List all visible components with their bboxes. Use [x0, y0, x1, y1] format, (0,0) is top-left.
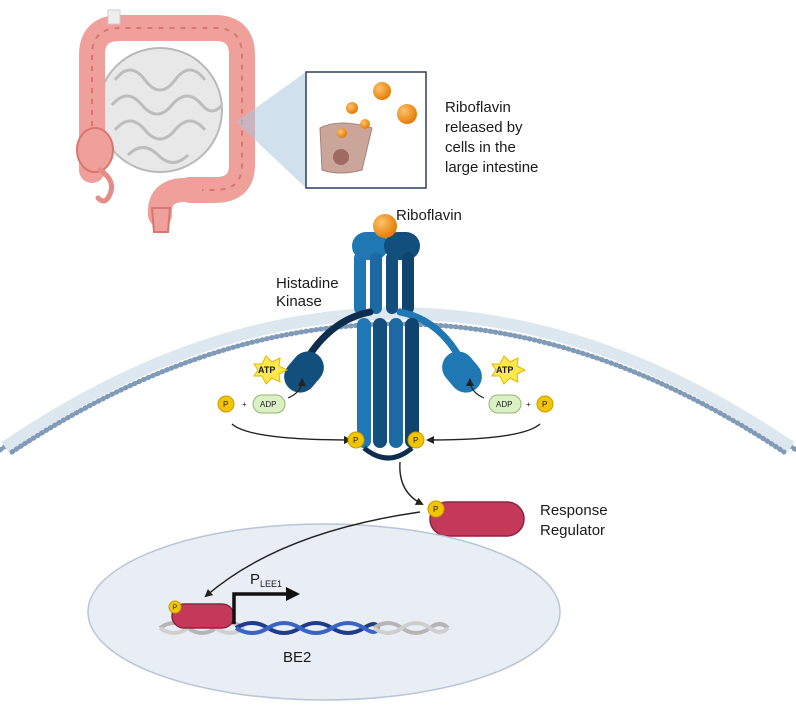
colon-haustra	[91, 27, 243, 191]
histidine-kinase	[284, 214, 482, 461]
riboflavin-molecule	[360, 119, 370, 129]
phosphate-label: P	[542, 400, 547, 409]
response-label-line2: Regulator	[540, 522, 605, 539]
response-regulator-body	[429, 501, 525, 537]
response-label-line1: Response	[540, 502, 608, 519]
cell-nucleus	[333, 149, 349, 165]
kinase-label-line1: Histadine	[276, 275, 339, 292]
dna-grey-right	[372, 621, 450, 635]
promoter-arrow	[232, 587, 300, 624]
dhp-helix	[405, 318, 419, 448]
atp-burst	[491, 355, 527, 385]
riboflavin-molecule	[373, 82, 391, 100]
catalytic-domain-right	[442, 351, 482, 393]
phosphate-label: P	[413, 436, 418, 445]
release-label-line4: large intestine	[445, 159, 538, 176]
plus-sign: +	[526, 400, 531, 409]
phosphate-label: P	[173, 605, 178, 612]
tm-helix	[354, 252, 366, 314]
nucleoid	[87, 523, 561, 701]
dhp-loop	[362, 446, 414, 461]
dna-grey-right	[372, 621, 450, 635]
riboflavin-molecule	[337, 128, 347, 138]
tm-helix	[402, 252, 414, 314]
riboflavin-bound	[373, 214, 397, 238]
atp-burst	[253, 355, 289, 385]
phosphate-transfer-arrow-right	[426, 423, 541, 444]
gene-label: BE2	[283, 649, 311, 666]
phosphate-transfer-arrow-left	[231, 423, 352, 444]
kinase-phosphate-left	[347, 431, 365, 449]
appendix	[95, 167, 115, 204]
small-intestine	[97, 47, 223, 173]
dna-gene	[234, 621, 380, 635]
cecum	[76, 127, 114, 173]
atp-label: ATP	[258, 365, 275, 375]
atp-to-adp-arrow	[466, 378, 485, 399]
esophagus-stub	[107, 9, 121, 25]
tm-helix	[386, 252, 398, 314]
dhp-helix	[357, 318, 371, 448]
phosphate-label: P	[433, 505, 438, 514]
release-label-line3: cells in the	[445, 139, 516, 156]
kinase-label-line2: Kinase	[276, 293, 322, 310]
riboflavin-molecule	[397, 104, 417, 124]
phosphate-label: P	[353, 436, 358, 445]
kinase-phosphate-right	[407, 431, 425, 449]
phosphorylation-right: ATP ADP + P	[426, 355, 554, 444]
zoom-callout	[236, 71, 427, 189]
promoter-label-subscript: LEE1	[260, 579, 282, 589]
adp-pill	[488, 394, 522, 414]
tm-helix	[370, 252, 382, 314]
regulator-to-dna-arrow	[204, 511, 421, 598]
large-intestine-illustration	[76, 9, 255, 233]
phosphate-icon	[536, 395, 554, 413]
phosphate-label: P	[223, 400, 228, 409]
adp-label: ADP	[496, 400, 512, 409]
riboflavin-molecule	[346, 102, 358, 114]
bound-regulator-phosphate	[168, 600, 182, 614]
release-label-line1: Riboflavin	[445, 99, 511, 116]
phosphate-icon	[217, 395, 235, 413]
adp-label: ADP	[260, 400, 276, 409]
atp-to-adp-arrow	[287, 378, 306, 399]
phosphorylation-left: ATP ADP + P	[217, 355, 352, 444]
zoom-cone	[236, 72, 306, 188]
riboflavin-label: Riboflavin	[396, 207, 462, 224]
promoter-label-main: P	[250, 571, 260, 588]
adp-pill	[252, 394, 286, 414]
release-label-line2: released by	[445, 119, 523, 136]
regulator-phosphate	[427, 500, 445, 518]
dhp-helix	[373, 318, 387, 448]
rectum	[150, 207, 172, 233]
response-regulator: P	[427, 500, 525, 537]
dna-gene	[234, 621, 380, 635]
small-intestine-folds	[110, 68, 224, 164]
atp-label: ATP	[496, 365, 513, 375]
phosphotransfer-arrow	[399, 461, 424, 505]
dhp-helix	[389, 318, 403, 448]
plus-sign: +	[242, 400, 247, 409]
catalytic-domain-left	[284, 351, 324, 393]
intestinal-cell	[319, 122, 373, 174]
promoter-label: PLEE1	[250, 571, 282, 589]
